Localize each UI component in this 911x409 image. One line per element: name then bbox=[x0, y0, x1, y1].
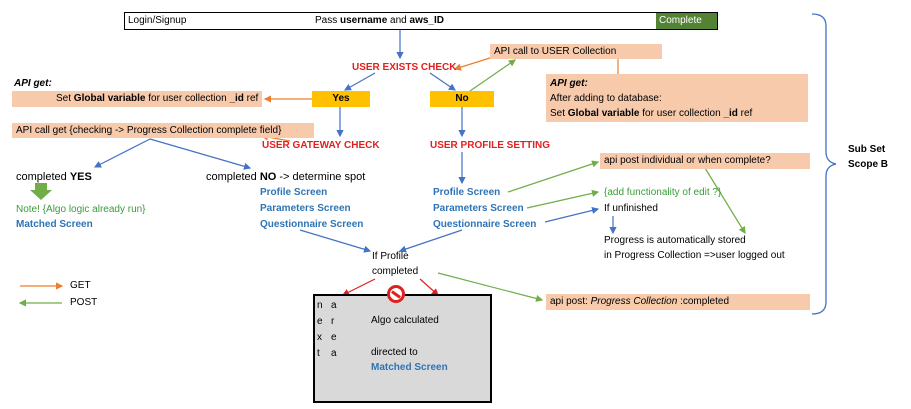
user-exists-check-label: USER EXISTS CHECK bbox=[352, 62, 457, 73]
note-algo-label: Note! {Algo logic already run} bbox=[16, 204, 146, 215]
api-get-right-line1: After adding to database: bbox=[550, 93, 662, 104]
big-down-arrow-icon bbox=[30, 183, 52, 200]
questionnaire-screen-link[interactable]: Questionnaire Screen bbox=[433, 219, 537, 230]
add-functionality-label: {add functionality of edit ?} bbox=[604, 187, 722, 198]
parameters-screen-link[interactable]: Parameters Screen bbox=[433, 203, 524, 214]
arrow-gateway-screens-to-if-profile bbox=[299, 229, 372, 253]
arrow-if-profile-to-box-left bbox=[341, 278, 376, 296]
login-signup-label: Login/Signup bbox=[128, 15, 187, 26]
arrow-api-post-to-progress bbox=[704, 167, 746, 235]
arrow-questionnaire-to-unfinished bbox=[544, 206, 600, 223]
api-get-left-box: Set Global variable for user collection … bbox=[12, 91, 262, 107]
completed-yes-label: completed YES bbox=[16, 171, 92, 183]
arrow-no-to-api-post bbox=[469, 59, 516, 92]
api-get-left-label: API get: bbox=[14, 78, 52, 89]
gateway-profile-screen-link[interactable]: Profile Screen bbox=[260, 187, 328, 198]
sub-set-scope-label: Sub Set Scope B bbox=[848, 144, 889, 170]
arrow-check-to-yes bbox=[343, 72, 376, 91]
profile-screen-link[interactable]: Profile Screen bbox=[433, 187, 501, 198]
pass-credentials-label: Pass username and aws_ID bbox=[315, 15, 444, 26]
api-post-completed-box: api post: Progress Collection :completed bbox=[546, 294, 810, 310]
arrow-if-profile-to-api-post-completed bbox=[437, 272, 544, 302]
progress-stored-line2: in Progress Collection =>user logged out bbox=[604, 250, 785, 261]
arrow-profile-to-api-post bbox=[507, 160, 600, 193]
user-gateway-check-label: USER GATEWAY CHECK bbox=[262, 140, 380, 151]
gateway-parameters-screen-link[interactable]: Parameters Screen bbox=[260, 203, 351, 214]
no-decision: No bbox=[430, 91, 494, 107]
login-signup-bar: Login/Signup Pass username and aws_ID Co… bbox=[124, 12, 718, 30]
arrow-profile-screens-to-if-profile bbox=[398, 229, 463, 253]
arrow-progress-to-yes bbox=[93, 138, 151, 168]
yes-decision: Yes bbox=[312, 91, 370, 107]
legend-get-label: GET bbox=[70, 280, 91, 291]
if-profile-line1: If Profile bbox=[372, 251, 409, 262]
complete-badge: Complete bbox=[656, 13, 717, 29]
arrow-progress-to-no bbox=[149, 138, 252, 170]
api-call-user-collection-box: API call to USER Collection bbox=[490, 44, 662, 59]
api-get-right-label: API get: bbox=[550, 78, 588, 89]
progress-stored-line1: Progress is automatically stored bbox=[604, 235, 746, 246]
gateway-questionnaire-screen-link[interactable]: Questionnaire Screen bbox=[260, 219, 364, 230]
no-entry-icon bbox=[387, 285, 405, 303]
if-profile-line2: completed bbox=[372, 266, 419, 277]
box-matched-screen-link[interactable]: Matched Screen bbox=[371, 362, 448, 373]
user-profile-setting-label: USER PROFILE SETTING bbox=[430, 140, 551, 151]
api-get-right-box: API get: After adding to database: Set G… bbox=[546, 74, 808, 122]
algo-calculated-label: Algo calculated bbox=[371, 315, 439, 326]
api-get-right-line2: Set Global variable for user collection … bbox=[550, 108, 753, 119]
api-post-individual-box: api post individual or when complete? bbox=[600, 153, 810, 169]
arrow-check-to-no bbox=[429, 72, 456, 91]
completed-no-label: completed NO -> determine spot bbox=[206, 171, 366, 183]
arrow-if-profile-to-box-right bbox=[419, 278, 439, 296]
matched-screen-link[interactable]: Matched Screen bbox=[16, 219, 93, 230]
if-unfinished-label: If unfinished bbox=[604, 203, 658, 214]
legend-post-label: POST bbox=[70, 297, 98, 308]
arrow-parameters-to-edit bbox=[526, 189, 600, 209]
directed-to-label: directed to bbox=[371, 347, 418, 358]
curly-brace bbox=[811, 13, 837, 315]
arrow-api-call-get bbox=[453, 56, 494, 71]
api-call-progress-box: API call get {checking -> Progress Colle… bbox=[12, 123, 314, 138]
